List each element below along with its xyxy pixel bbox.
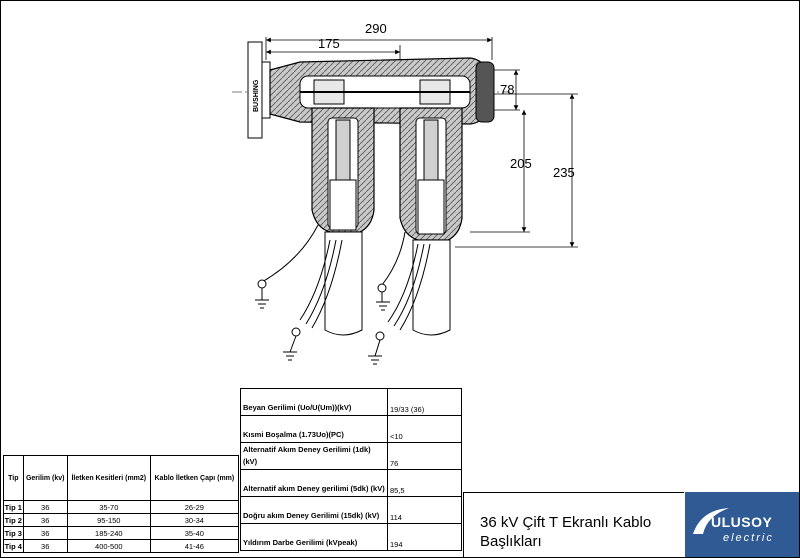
specification-table: Beyan Gerilimi (Uo/U(Um))(kV)19/33 (36)K… — [240, 388, 462, 551]
spec-row: Kısmi Boşalma (1.73Uo)(PC)<10 — [240, 415, 462, 443]
type-table-cell: 36 — [22, 500, 68, 514]
ground-symbol — [255, 299, 390, 365]
spec-label: Kısmi Boşalma (1.73Uo)(PC) — [240, 415, 388, 443]
spec-row: Beyan Gerilimi (Uo/U(Um))(kV)19/33 (36) — [240, 388, 462, 416]
left-t-body — [299, 107, 375, 336]
spec-label: Beyan Gerilimi (Uo/U(Um))(kV) — [240, 388, 388, 416]
type-table-cell: 36 — [22, 513, 68, 527]
type-table-cell: Tip 1 — [3, 500, 24, 514]
type-table-header: Kablo İletken Çapı (mm) — [149, 455, 240, 501]
spec-label: Alternatif Akım Deney Gerilimi (1dk) (kV… — [240, 442, 388, 470]
type-table-header: Gerilim (kv) — [22, 455, 68, 501]
spec-value: 194 — [387, 523, 462, 551]
type-table-cell: 41-46 — [149, 539, 240, 553]
title-block: 36 kV Çift T Ekranlı Kablo Başlıkları — [463, 492, 684, 557]
type-table-cell: Tip 3 — [3, 526, 24, 540]
dimension-290: 290 — [265, 21, 493, 60]
spec-row: Doğru akım Deney Gerilimi (15dk) (kV)114 — [240, 496, 462, 524]
type-table-cell: 400-500 — [66, 539, 151, 553]
type-table-cell: 36 — [22, 539, 68, 553]
type-table-cell: 35-70 — [66, 500, 151, 514]
spec-row: Alternatif akım Deney gerilimi (5dk) (kV… — [240, 469, 462, 497]
ground-wires — [257, 224, 406, 357]
spec-value: 114 — [387, 496, 462, 524]
type-table-cell: 30-34 — [149, 513, 240, 527]
spec-value: 19/33 (36) — [387, 388, 462, 416]
logo-swoosh-icon — [693, 508, 729, 534]
spec-value: <10 — [387, 415, 462, 443]
bushing-flange: BUSHING — [247, 41, 271, 139]
logo-name: ULUSOY — [711, 514, 773, 530]
type-table-header: İletken Kesitleri (mm2) — [66, 455, 151, 501]
spec-row: Yıldırım Darbe Gerilimi (kVpeak)194 — [240, 523, 462, 551]
spec-label: Yıldırım Darbe Gerilimi (kVpeak) — [240, 523, 388, 551]
type-table-header: Tip — [3, 455, 24, 501]
dim-290-label: 290 — [365, 21, 387, 36]
spec-label: Doğru akım Deney Gerilimi (15dk) (kV) — [240, 496, 388, 524]
spec-row: Alternatif Akım Deney Gerilimi (1dk) (kV… — [240, 442, 462, 470]
type-table-cell: 185-240 — [66, 526, 151, 540]
type-table-cell: Tip 2 — [3, 513, 24, 527]
spec-value: 76 — [387, 442, 462, 470]
right-t-body — [387, 107, 463, 336]
dimension-205: 205 — [470, 110, 532, 233]
dim-235-label: 235 — [553, 165, 575, 180]
dim-205-label: 205 — [510, 156, 532, 171]
dimension-175: 175 — [266, 36, 401, 70]
type-table-cell: 35-40 — [149, 526, 240, 540]
dim-78-label: 78 — [500, 82, 514, 97]
spec-value: 85,5 — [387, 469, 462, 497]
type-table-cell: 26-29 — [149, 500, 240, 514]
type-table-cell: 95-150 — [66, 513, 151, 527]
type-table-cell: 36 — [22, 526, 68, 540]
logo-sub: electric — [723, 532, 774, 544]
product-title: 36 kV Çift T Ekranlı Kablo Başlıkları — [480, 514, 652, 550]
bushing-label: BUSHING — [253, 79, 260, 112]
type-table-cell: Tip 4 — [3, 539, 24, 553]
dim-175-label: 175 — [318, 36, 340, 51]
company-logo: ULUSOY electric — [685, 492, 799, 557]
dimension-235: 235 — [455, 93, 578, 248]
spec-label: Alternatif akım Deney gerilimi (5dk) (kV… — [240, 469, 388, 497]
